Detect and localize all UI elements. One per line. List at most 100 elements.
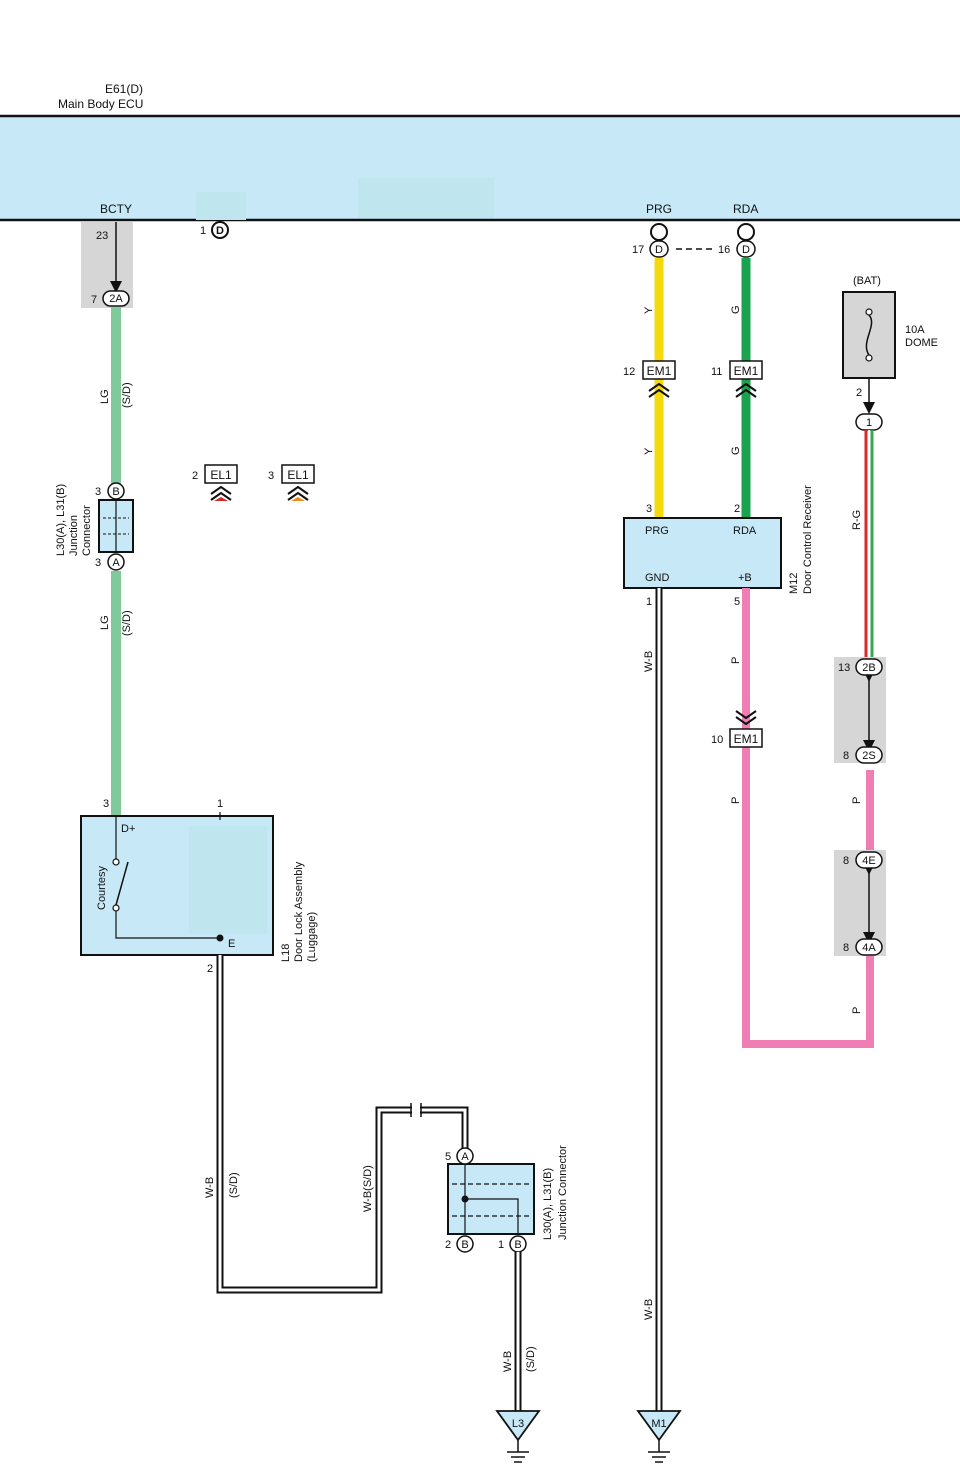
connector-2s-label: 2S [862, 750, 875, 762]
jc-left-a-label: A [112, 557, 120, 569]
connector-4e-label: 4E [862, 855, 875, 867]
jc-left-b-label: B [112, 486, 119, 498]
wire-p-label-4: P [851, 1007, 863, 1014]
wire-sd-label-1: (S/D) [121, 382, 133, 408]
door-lock-courtesy: Courtesy [96, 865, 108, 910]
jc-left-label-3: Connector [81, 505, 93, 556]
receiver-name: Door Control Receiver [802, 485, 814, 594]
ground-l3-label: L3 [512, 1418, 524, 1430]
wire-sd-label-left: (S/D) [228, 1172, 240, 1198]
fuse-name: DOME [905, 337, 938, 349]
ecu-pin-rda: RDA [733, 202, 758, 216]
wire-p [742, 588, 874, 1048]
ecu-prg-pin-no: 17 [632, 244, 644, 256]
connector-4e-no: 8 [843, 855, 849, 867]
el1-connector-2[interactable] [281, 464, 315, 501]
wire-y-label-2: Y [643, 447, 655, 455]
door-lock-dplus: D+ [121, 823, 135, 835]
jc-bottom-b1-label: B [461, 1239, 468, 1251]
receiver-plus-b: +B [738, 572, 752, 584]
connector-4a-label: 4A [862, 942, 876, 954]
junction-connector-bottom[interactable] [447, 1163, 535, 1235]
connector-2s[interactable] [855, 746, 883, 764]
el1-2-name: EL1 [287, 468, 309, 482]
connector-2b-label: 2B [862, 662, 875, 674]
ecu-name: Main Body ECU [58, 97, 143, 111]
ground-symbol-l3[interactable] [495, 1410, 541, 1463]
door-lock-sub: (Luggage) [306, 912, 318, 962]
em1-connector-12[interactable] [642, 360, 676, 398]
connector-4a[interactable] [855, 938, 883, 956]
receiver-rda: RDA [733, 525, 757, 537]
door-lock-pin1: 1 [217, 798, 223, 810]
ecu-extra-connector[interactable] [211, 221, 229, 239]
fuse-pin2: 2 [856, 387, 862, 399]
wire-y-label-1: Y [643, 306, 655, 314]
door-lock-pin2: 2 [207, 963, 213, 975]
ground-symbol-m1[interactable] [636, 1410, 682, 1463]
wire-wbsd-label: W-B(S/D) [362, 1165, 374, 1212]
connector-2s-no: 8 [843, 750, 849, 762]
ecu-rda-terminal[interactable] [737, 223, 755, 241]
receiver-pin3: 3 [646, 503, 652, 515]
jc-bottom-b1-pin[interactable] [456, 1235, 474, 1253]
ecu-pin-prg: PRG [646, 202, 672, 216]
jc-bottom-a-label: A [461, 1151, 469, 1163]
wire-sd-l3-label: (S/D) [525, 1346, 537, 1372]
ecu-rda-connector[interactable] [736, 240, 756, 258]
jc-left-b-pin[interactable] [107, 482, 125, 500]
jc-left-a-no: 3 [95, 557, 101, 569]
em1-connector-10[interactable] [729, 710, 763, 748]
ecu-prg-connector-label: D [655, 244, 663, 256]
door-lock-pin3: 3 [103, 798, 109, 810]
jc-bottom-label-1: L30(A), L31(B) [542, 1168, 554, 1240]
fuse-bat-label: (BAT) [853, 275, 881, 287]
connector-4a-no: 8 [843, 942, 849, 954]
wire-p-label-3: P [851, 797, 863, 804]
connector-4e[interactable] [855, 851, 883, 869]
wire-p-label-1: P [730, 657, 742, 664]
junction-connector-left[interactable] [98, 499, 134, 553]
ground-m1-label: M1 [651, 1418, 666, 1430]
wire-rg-label: R-G [851, 510, 863, 530]
wire-rg [864, 430, 874, 660]
jc-bottom-a-no: 5 [445, 1151, 451, 1163]
jc-bottom-b1-no: 2 [445, 1239, 451, 1251]
wire-wb-label-left: W-B [204, 1177, 216, 1198]
door-lock-name: Door Lock Assembly [293, 861, 305, 962]
connector-2a-label: 2A [109, 293, 123, 305]
el1-connector-1[interactable] [204, 464, 238, 501]
connector-2a[interactable] [102, 290, 130, 307]
wire-g-label-1: G [730, 305, 742, 314]
wire-wb-m1-label-2: W-B [643, 1299, 655, 1320]
ecu-prg-terminal[interactable] [650, 223, 668, 241]
connector-2b[interactable] [855, 658, 883, 676]
el1-1-pin: 2 [192, 470, 198, 482]
wire-wb-m1-label-1: W-B [643, 651, 655, 672]
wire-wb-ground-route [216, 955, 469, 1294]
door-control-receiver[interactable] [623, 517, 782, 589]
wire-wb-l3-label: W-B [502, 1351, 514, 1372]
jc-bottom-a-pin[interactable] [456, 1147, 474, 1165]
door-lock-assembly[interactable] [80, 812, 274, 956]
el1-2-pin: 3 [268, 470, 274, 482]
wire-sd-label-2: (S/D) [121, 610, 133, 636]
el1-1-name: EL1 [210, 468, 232, 482]
jc-left-a-pin[interactable] [107, 553, 125, 571]
jc-left-label-2: Junction [68, 515, 80, 556]
em1-12-name: EM1 [647, 364, 672, 378]
ecu-prg-connector[interactable] [649, 240, 669, 258]
wire-lg-label-1: LG [99, 389, 111, 404]
receiver-pin5: 5 [734, 596, 740, 608]
ecu-rda-pin-no: 16 [718, 244, 730, 256]
door-lock-e: E [228, 938, 235, 950]
fuse-10a-dome[interactable] [842, 291, 896, 379]
jc-left-b-no: 3 [95, 486, 101, 498]
em1-11-pin: 11 [711, 366, 722, 378]
jc-bottom-b2-no: 1 [498, 1239, 504, 1251]
em1-connector-11[interactable] [729, 360, 763, 398]
jc-bottom-label-2: Junction Connector [557, 1145, 569, 1240]
ecu-pin-bcty: BCTY [100, 202, 132, 216]
receiver-prg: PRG [645, 525, 669, 537]
receiver-gnd: GND [645, 572, 670, 584]
